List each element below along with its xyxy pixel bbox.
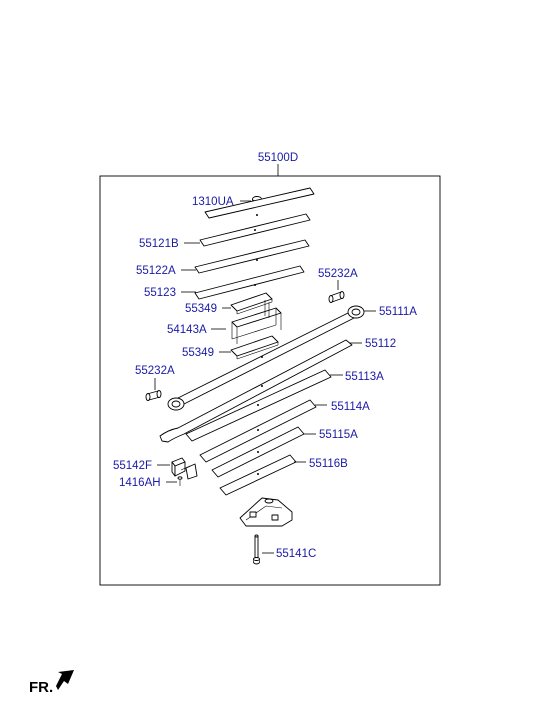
label-55349-upper: 55349 [185, 303, 217, 315]
front-orientation-label: FR. [29, 679, 53, 696]
leaf-55121B-part [199, 187, 315, 247]
pad-upper-part [230, 292, 273, 315]
label-55114A: 55114A [331, 401, 370, 413]
pad-lower-part [230, 335, 279, 360]
label-1416AH: 1416AH [119, 477, 161, 489]
assembly-frame [99, 175, 441, 586]
label-54143A: 54143A [167, 324, 207, 336]
rivet-1416AH-part [177, 476, 183, 486]
label-55142F: 55142F [113, 460, 152, 472]
leaf-55113A-part [185, 369, 332, 442]
main-leaf-55111A-part [167, 305, 365, 411]
leaf-55123-part [194, 265, 305, 300]
label-55113A: 55113A [345, 371, 384, 383]
label-55112: 55112 [365, 338, 396, 350]
center-bolt-55141C-part [253, 534, 260, 565]
clip-55142F-part [171, 457, 198, 480]
label-55111A: 55111A [379, 306, 417, 318]
spring-seat-part [239, 497, 293, 527]
label-55232A-left: 55232A [135, 365, 175, 377]
assembly-number-label: 55100D [258, 152, 298, 164]
label-55349-lower: 55349 [182, 347, 214, 359]
label-55121B: 55121B [139, 238, 179, 250]
leaf-55122A-part [194, 239, 310, 274]
bushing-right-part [328, 291, 345, 303]
leaf-55112-part [159, 339, 353, 443]
leaf-55114A-part [199, 399, 317, 463]
label-1310UA: 1310UA [192, 196, 234, 208]
bracket-54143A-part [231, 300, 282, 344]
label-55115A: 55115A [319, 429, 358, 441]
label-55232A-right: 55232A [318, 268, 358, 280]
front-arrow-icon [56, 670, 74, 690]
label-55123: 55123 [144, 287, 176, 299]
label-55122A: 55122A [136, 265, 176, 277]
label-55141C: 55141C [276, 548, 316, 560]
label-55116B: 55116B [309, 458, 348, 470]
bushing-left-part [145, 390, 162, 401]
